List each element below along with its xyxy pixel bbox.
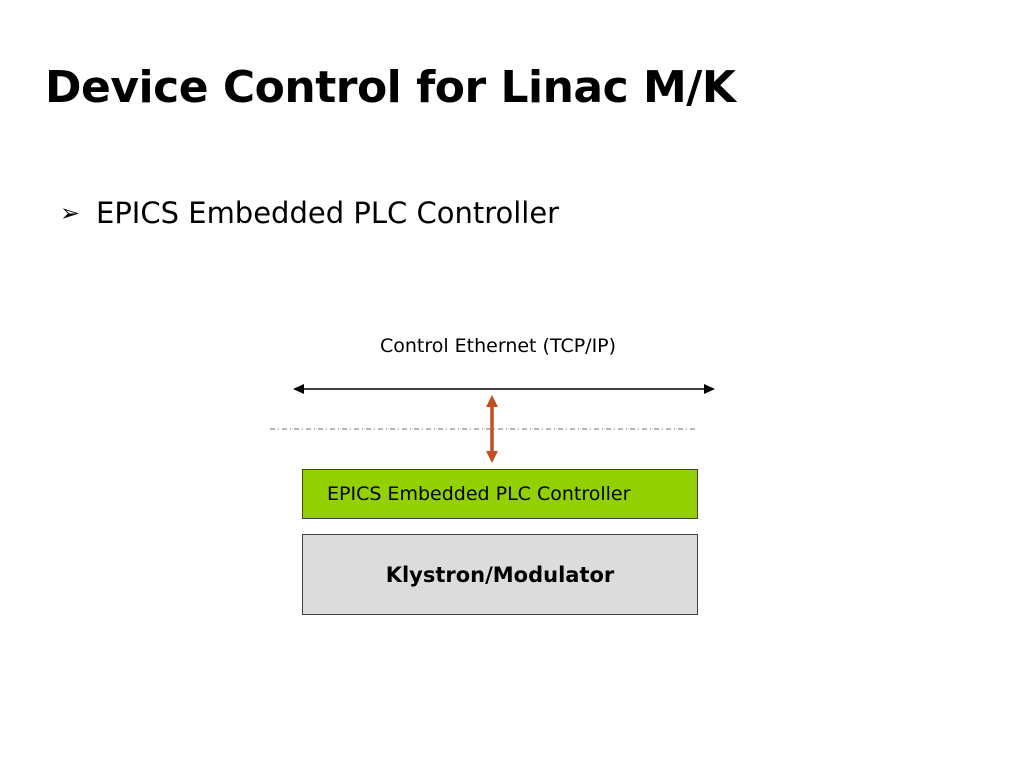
plc-controller-label: EPICS Embedded PLC Controller [327,483,631,505]
network-label: Control Ethernet (TCP/IP) [379,335,617,357]
bullet-item: ➢ EPICS Embedded PLC Controller [60,196,559,230]
klystron-modulator-label: Klystron/Modulator [385,562,615,587]
arrow-bullet-icon: ➢ [60,199,81,227]
plc-controller-box: EPICS Embedded PLC Controller [302,469,698,519]
network-line [293,384,715,394]
link-arrow-icon [486,395,498,463]
klystron-modulator-box: Klystron/Modulator [302,534,698,615]
slide-title: Device Control for Linac M/K [45,62,736,113]
bullet-text: EPICS Embedded PLC Controller [96,196,560,230]
